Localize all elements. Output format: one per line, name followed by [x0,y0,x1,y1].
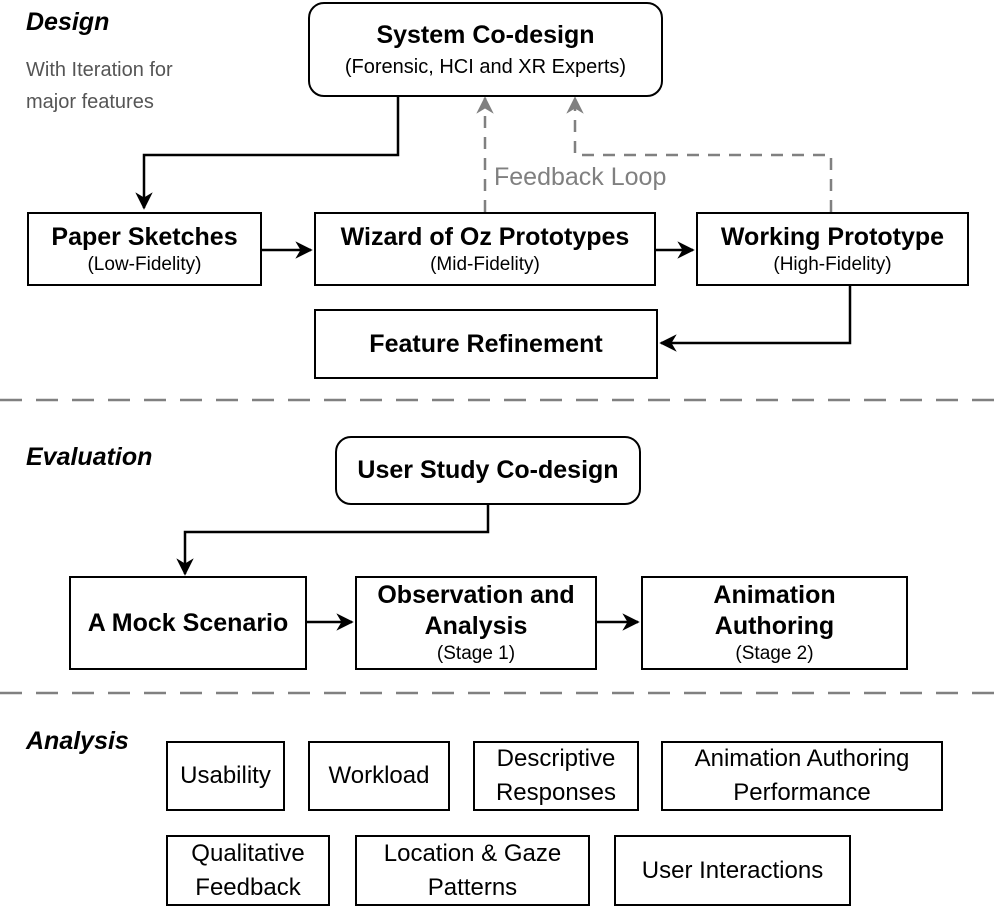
observation-sub: (Stage 1) [436,643,516,664]
system-codesign-sub: (Forensic, HCI and XR Experts) [344,56,627,78]
animation-authoring-box: Animation Authoring (Stage 2) [641,576,908,670]
user-interactions-label: User Interactions [641,856,824,884]
paper-sketches-title: Paper Sketches [51,222,238,251]
arrow-system-to-sketches [135,96,400,210]
section-label-evaluation: Evaluation [26,443,153,471]
feature-refinement-box: Feature Refinement [314,309,658,379]
location-gaze-box: Location & Gaze Patterns [355,835,590,906]
descriptive-responses-box: Descriptive Responses [473,741,639,811]
observation-title-line1: Observation and [377,581,575,609]
feedback-loop-label: Feedback Loop [494,163,667,191]
paper-sketches-box: Paper Sketches (Low-Fidelity) [27,212,262,286]
feedback-loop-working [566,96,833,212]
design-note-line1: With Iteration for [26,59,173,81]
animation-authoring-title-line2: Authoring [714,612,835,640]
wizard-of-oz-title: Wizard of Oz Prototypes [340,222,630,251]
aap-line1: Animation Authoring [694,745,910,772]
design-note-line2: major features [26,91,154,113]
paper-sketches-sub: (Low-Fidelity) [87,253,202,275]
arrow-working-to-refinement [659,286,852,352]
usability-label: Usability [180,762,271,789]
observation-title-line2: Analysis [424,612,528,640]
feature-refinement-title: Feature Refinement [369,329,603,358]
animation-authoring-title-line1: Animation [713,581,836,609]
observation-box: Observation and Analysis (Stage 1) [355,576,597,670]
descriptive-line1: Descriptive [496,745,616,772]
descriptive-line2: Responses [495,779,617,806]
working-prototype-title: Working Prototype [720,222,945,251]
working-prototype-sub: (High-Fidelity) [773,253,892,275]
arrow-userstudy-to-mock [176,505,490,576]
mock-scenario-box: A Mock Scenario [69,576,307,670]
location-line1: Location & Gaze [383,839,562,867]
user-study-codesign-box: User Study Co-design [335,436,641,505]
mock-scenario-title: A Mock Scenario [87,608,289,637]
user-interactions-box: User Interactions [614,835,851,906]
animation-authoring-performance-box: Animation Authoring Performance [661,741,943,811]
design-note: With Iteration for major features [26,54,173,118]
workload-label: Workload [328,762,430,789]
user-study-codesign-title: User Study Co-design [357,456,619,484]
usability-box: Usability [166,741,285,811]
qualitative-feedback-box: Qualitative Feedback [166,835,330,906]
wizard-of-oz-sub: (Mid-Fidelity) [430,253,540,275]
qualitative-line2: Feedback [195,873,301,901]
aap-line2: Performance [733,779,871,806]
location-line2: Patterns [427,873,518,901]
working-prototype-box: Working Prototype (High-Fidelity) [696,212,969,286]
system-codesign-box: System Co-design (Forensic, HCI and XR E… [308,2,663,97]
qualitative-line1: Qualitative [191,839,305,867]
system-codesign-title: System Co-design [376,21,595,49]
wizard-of-oz-box: Wizard of Oz Prototypes (Mid-Fidelity) [314,212,656,286]
workload-box: Workload [308,741,450,811]
section-label-analysis: Analysis [26,727,129,755]
section-label-design: Design [26,8,110,36]
animation-authoring-sub: (Stage 2) [735,643,814,664]
